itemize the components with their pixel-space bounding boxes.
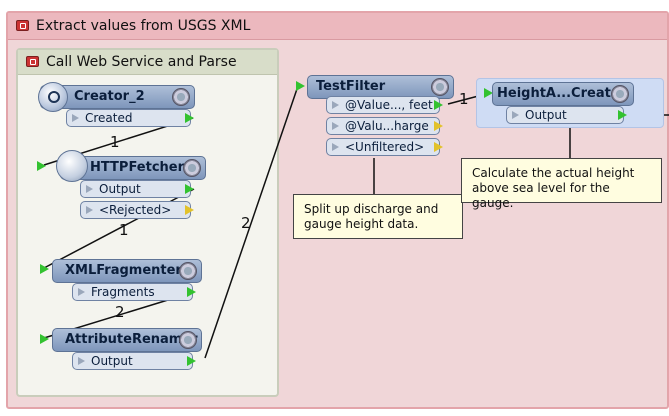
output-port-unfiltered[interactable]: <Unfiltered> (326, 138, 443, 156)
output-port-value-feet[interactable]: @Value..., feet (326, 96, 443, 114)
output-port-icon[interactable] (434, 100, 443, 110)
connection-count: 1 (119, 221, 129, 239)
port-label: @Value..., feet (345, 98, 433, 112)
rejected-port-icon[interactable] (185, 205, 194, 215)
output-port-icon[interactable] (185, 113, 194, 123)
output-port-value-discharge[interactable]: @Valu...harge (326, 117, 443, 135)
port-arrow-icon (86, 185, 93, 193)
bookmark-collapse-icon[interactable] (16, 20, 29, 31)
unfiltered-port-icon[interactable] (434, 142, 443, 152)
annotation-text: Calculate the actual height above sea le… (472, 166, 635, 210)
port-arrow-icon (72, 114, 79, 122)
output-port-created[interactable]: Created (66, 109, 194, 127)
port-arrow-icon (332, 143, 339, 151)
bookmark-header[interactable]: Call Web Service and Parse (18, 50, 277, 75)
port-label: Fragments (91, 285, 155, 299)
output-port-rejected[interactable]: <Rejected> (80, 201, 194, 219)
input-port-icon[interactable] (296, 81, 305, 91)
annotation-text: Split up discharge and gauge height data… (304, 202, 439, 231)
creator-icon (38, 82, 68, 112)
gear-icon[interactable] (172, 88, 190, 106)
bookmark-title: Extract values from USGS XML (36, 18, 251, 34)
gear-icon[interactable] (179, 331, 197, 349)
input-port-icon[interactable] (37, 161, 46, 171)
transformer-height-creator[interactable]: HeightA...Creator (492, 82, 634, 106)
port-label: Output (525, 108, 567, 122)
output-port-icon[interactable] (187, 356, 196, 366)
output-port-icon[interactable] (434, 121, 443, 131)
transformer-name: TestFilter (316, 79, 386, 94)
output-port-icon[interactable] (187, 287, 196, 297)
connection-line (204, 85, 299, 359)
transformer-httpfetcher[interactable]: HTTPFetcher (56, 150, 206, 182)
gear-icon[interactable] (611, 85, 629, 103)
port-label: Output (99, 182, 141, 196)
port-arrow-icon (86, 206, 93, 214)
port-arrow-icon (512, 111, 519, 119)
output-port-output[interactable]: Output (506, 106, 627, 124)
transformer-attributerenamer[interactable]: AttributeRenamer (52, 328, 202, 352)
connection-count: 2 (241, 214, 251, 232)
gear-icon[interactable] (179, 262, 197, 280)
annotation-split-note[interactable]: Split up discharge and gauge height data… (293, 194, 463, 239)
port-label: <Rejected> (99, 203, 172, 217)
connection-count: 1 (459, 90, 469, 108)
connection-count: 1 (110, 133, 120, 151)
port-arrow-icon (332, 122, 339, 130)
bookmark-collapse-icon[interactable] (26, 56, 39, 67)
transformer-name: AttributeRenamer (65, 332, 198, 347)
output-port-output[interactable]: Output (80, 180, 194, 198)
transformer-name: HeightA...Creator (497, 86, 627, 101)
gear-icon[interactable] (431, 78, 449, 96)
transformer-name: Creator_2 (74, 89, 145, 104)
bookmark-header[interactable]: Extract values from USGS XML (8, 13, 667, 40)
port-arrow-icon (78, 357, 85, 365)
port-label: Created (85, 111, 133, 125)
port-arrow-icon (332, 101, 339, 109)
output-port-icon[interactable] (185, 184, 194, 194)
globe-icon (56, 150, 88, 182)
port-label: <Unfiltered> (345, 140, 425, 154)
input-port-icon[interactable] (484, 88, 493, 98)
output-port-fragments[interactable]: Fragments (72, 283, 196, 301)
gear-icon[interactable] (183, 159, 201, 177)
port-label: @Valu...harge (345, 119, 429, 133)
port-arrow-icon (78, 288, 85, 296)
output-port-output[interactable]: Output (72, 352, 196, 370)
annotation-height-note[interactable]: Calculate the actual height above sea le… (461, 158, 662, 210)
bookmark-title: Call Web Service and Parse (46, 54, 237, 70)
transformer-name: XMLFragmenter (65, 263, 182, 278)
connection-count: 2 (115, 303, 125, 321)
output-port-icon[interactable] (618, 110, 627, 120)
port-label: Output (91, 354, 133, 368)
transformer-creator[interactable]: Creator_2 (38, 82, 195, 112)
transformer-name: HTTPFetcher (90, 160, 185, 175)
transformer-xmlfragmenter[interactable]: XMLFragmenter (52, 259, 202, 283)
input-port-icon[interactable] (40, 264, 49, 274)
input-port-icon[interactable] (40, 334, 49, 344)
